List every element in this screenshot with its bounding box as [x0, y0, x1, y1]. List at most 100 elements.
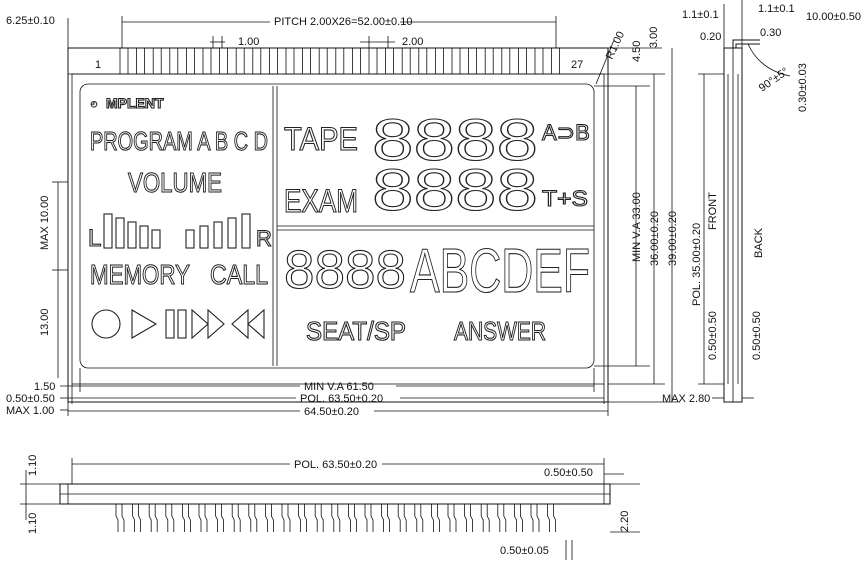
- top-pin: [252, 47, 262, 75]
- abcdef-segment: ABCDEF: [410, 237, 590, 306]
- t2-dim: 1.1±0.1: [758, 3, 795, 15]
- front-pin-width-dim: 0.50±0.05: [500, 545, 549, 557]
- left-offset-dim: 6.25±0.10: [6, 15, 55, 27]
- t-s-segment: T+S: [542, 186, 588, 211]
- height-36-dim: 36.00±0.20: [649, 211, 661, 266]
- front-left-bot-dim: 1.10: [27, 513, 39, 534]
- front-pin: [547, 504, 556, 532]
- top-pin: [302, 47, 312, 75]
- front-pin: [314, 504, 324, 532]
- top-pin: [351, 47, 361, 75]
- exam-segment: EXAM: [284, 183, 358, 219]
- front-right-h-dim: 2.20: [619, 511, 631, 532]
- volume-bar: [199, 225, 209, 249]
- top-pin: [119, 47, 129, 75]
- volume-segment: VOLUME: [128, 167, 222, 198]
- d050-dim: 0.50±0.50: [6, 393, 55, 405]
- program-segment: PROGRAM A B C D: [90, 126, 268, 156]
- top-pin: [219, 47, 229, 75]
- record-icon: [91, 309, 121, 339]
- front-pin: [381, 504, 390, 532]
- height-39-dim: 39.00±0.20: [667, 211, 679, 266]
- front-pin: [248, 504, 258, 532]
- top-pins: [119, 47, 560, 75]
- front-pin: [431, 504, 440, 532]
- top-pin: [385, 47, 395, 75]
- top-pin: [318, 47, 328, 75]
- volume-bars: [103, 213, 251, 249]
- back-offset-dim: 0.50±0.50: [751, 311, 763, 360]
- d150-dim: 1.50: [34, 381, 55, 393]
- front-pin: [165, 504, 175, 532]
- front-pin: [298, 504, 307, 532]
- forward-icon: [191, 308, 209, 340]
- top-pin: [468, 47, 478, 75]
- logo-text: MPLENT: [106, 95, 164, 111]
- top-pin: [268, 47, 278, 75]
- digits-top: 8888: [372, 108, 538, 173]
- memory-segment: MEMORY: [90, 259, 190, 290]
- front-pin: [215, 504, 224, 532]
- angle-dim: 90°±5°: [757, 66, 791, 95]
- lead-length-dim: 10.00±0.50: [806, 11, 861, 23]
- front-label: FRONT: [707, 192, 719, 230]
- front-pin: [115, 504, 125, 532]
- vol-right-label: R: [256, 226, 272, 251]
- front-pin: [397, 504, 407, 532]
- digits-mid: 8888: [372, 158, 538, 223]
- a-b-segment: A⊃B: [542, 120, 590, 145]
- d13-dim: 13.00: [39, 308, 51, 336]
- max1-dim: MAX 1.00: [6, 405, 54, 417]
- pin-pitch-dim: 2.00: [402, 36, 423, 48]
- top-pin: [202, 47, 212, 75]
- top-pin: [451, 47, 461, 75]
- vol-left-label: L: [88, 225, 101, 252]
- front-pin: [182, 504, 191, 532]
- front-pin: [480, 504, 490, 532]
- front-pin: [497, 504, 507, 532]
- d030-dim: 0.30: [760, 27, 781, 39]
- top-pin: [152, 47, 162, 75]
- top-pin: [169, 47, 179, 75]
- front-pin: [331, 504, 341, 532]
- volume-bar: [213, 221, 223, 249]
- volume-bar: [227, 217, 237, 249]
- min-va-width-dim: MIN V.A 61.50: [304, 381, 374, 393]
- top-pin: [235, 47, 245, 75]
- pitch-dim: PITCH 2.00X26=52.00±0.10: [274, 16, 412, 28]
- play-icon: [131, 309, 158, 339]
- front-pin: [414, 504, 424, 532]
- pol-height-dim: POL. 35.00±0.20: [691, 223, 703, 306]
- d020-dim: 0.20: [700, 31, 721, 43]
- volume-bar: [127, 221, 137, 249]
- front-left-top-dim: 1.10: [27, 455, 39, 476]
- tape-segment: TAPE: [284, 121, 358, 157]
- volume-bar: [241, 213, 251, 249]
- volume-bar: [151, 229, 161, 249]
- front-pol-width-dim: POL. 63.50±0.20: [294, 459, 377, 471]
- min-va-height-dim: MIN V.A 33.00: [631, 192, 643, 262]
- front-pin: [348, 504, 357, 532]
- transport-icons: [91, 308, 265, 340]
- front-pin: [231, 504, 241, 532]
- call-segment: CALL: [210, 259, 268, 290]
- front-pin: [198, 504, 208, 532]
- front-pin: [464, 504, 473, 532]
- top-pin: [136, 47, 146, 75]
- answer-segment: ANSWER: [454, 316, 546, 346]
- max10-dim: MAX 10.00: [39, 196, 51, 250]
- logo-icon: ◕: [90, 96, 98, 111]
- pin-last-label: 27: [571, 59, 583, 71]
- front-pin: [132, 504, 141, 532]
- top-pin: [551, 47, 560, 75]
- pin-first-label: 1: [95, 59, 101, 71]
- front-pin: [364, 504, 374, 532]
- volume-bar: [103, 213, 113, 249]
- front-offset-dim: 0.50±0.50: [707, 311, 719, 360]
- pause-icon: [165, 309, 175, 339]
- volume-bar: [139, 225, 149, 249]
- pin-width-dim: 1.00: [238, 36, 259, 48]
- front-pin: [148, 504, 158, 532]
- front-pin: [530, 504, 540, 532]
